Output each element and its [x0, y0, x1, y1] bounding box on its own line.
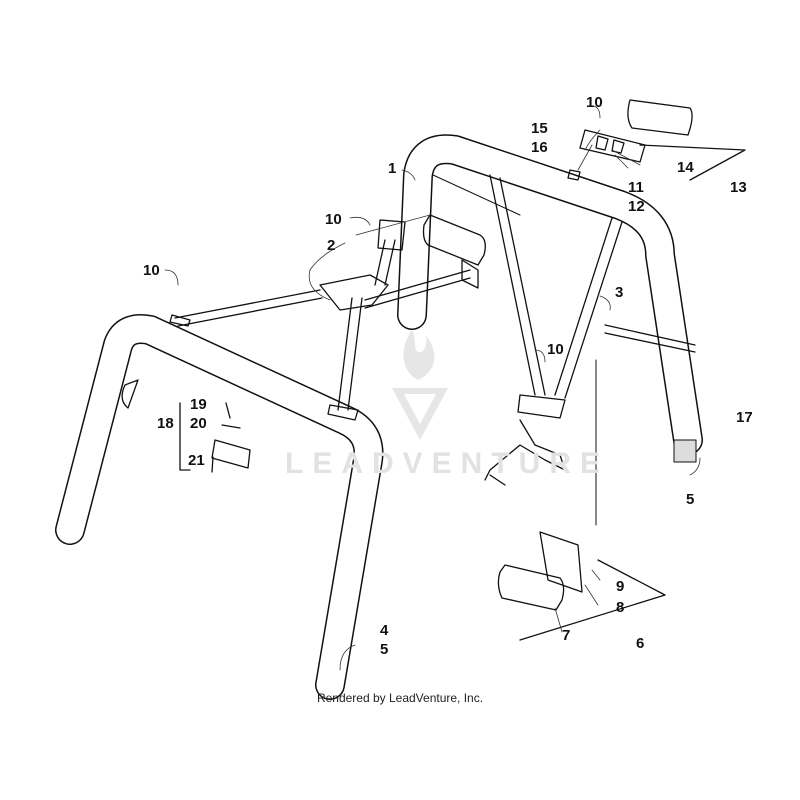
callout-10: 10 [547, 341, 564, 358]
callout-10: 10 [586, 94, 603, 111]
watermark-text: LEADVENTURE [285, 447, 610, 480]
callout-6: 6 [636, 635, 645, 652]
callout-5: 5 [686, 491, 695, 508]
callout-18: 18 [157, 415, 174, 432]
callout-17: 17 [736, 409, 753, 426]
rear-roll-hoop [397, 134, 703, 455]
callout-14: 14 [677, 159, 694, 176]
upper-light [422, 214, 486, 289]
callout-9: 9 [616, 578, 625, 595]
footer-credit: Rendered by LeadVenture, Inc. [316, 691, 484, 705]
mount-bracket [179, 402, 251, 473]
cross-brace [169, 219, 471, 421]
callout-10: 10 [143, 262, 160, 279]
callout-12: 12 [628, 198, 645, 215]
callout-2: 2 [327, 237, 336, 254]
callout-10: 10 [325, 211, 342, 228]
callout-4: 4 [380, 622, 389, 639]
callout-21: 21 [188, 452, 205, 469]
callout-7: 7 [562, 627, 571, 644]
callout-13: 13 [730, 179, 747, 196]
callout-20: 20 [190, 415, 207, 432]
leader-lines [164, 105, 701, 671]
lower-light-assembly [497, 359, 666, 641]
callout-5: 5 [380, 641, 389, 658]
callout-11: 11 [628, 179, 644, 196]
callout-16: 16 [531, 139, 548, 156]
watermark-logo [392, 330, 448, 440]
callout-19: 19 [190, 396, 207, 413]
step-bracket [484, 419, 566, 486]
callout-8: 8 [616, 599, 625, 616]
front-roll-hoop [55, 314, 384, 700]
callout-1: 1 [388, 160, 397, 177]
rear-braces [489, 174, 696, 419]
top-light-assembly [567, 99, 746, 181]
decal-17 [673, 439, 697, 463]
callout-3: 3 [615, 284, 624, 301]
callout-15: 15 [531, 120, 548, 137]
